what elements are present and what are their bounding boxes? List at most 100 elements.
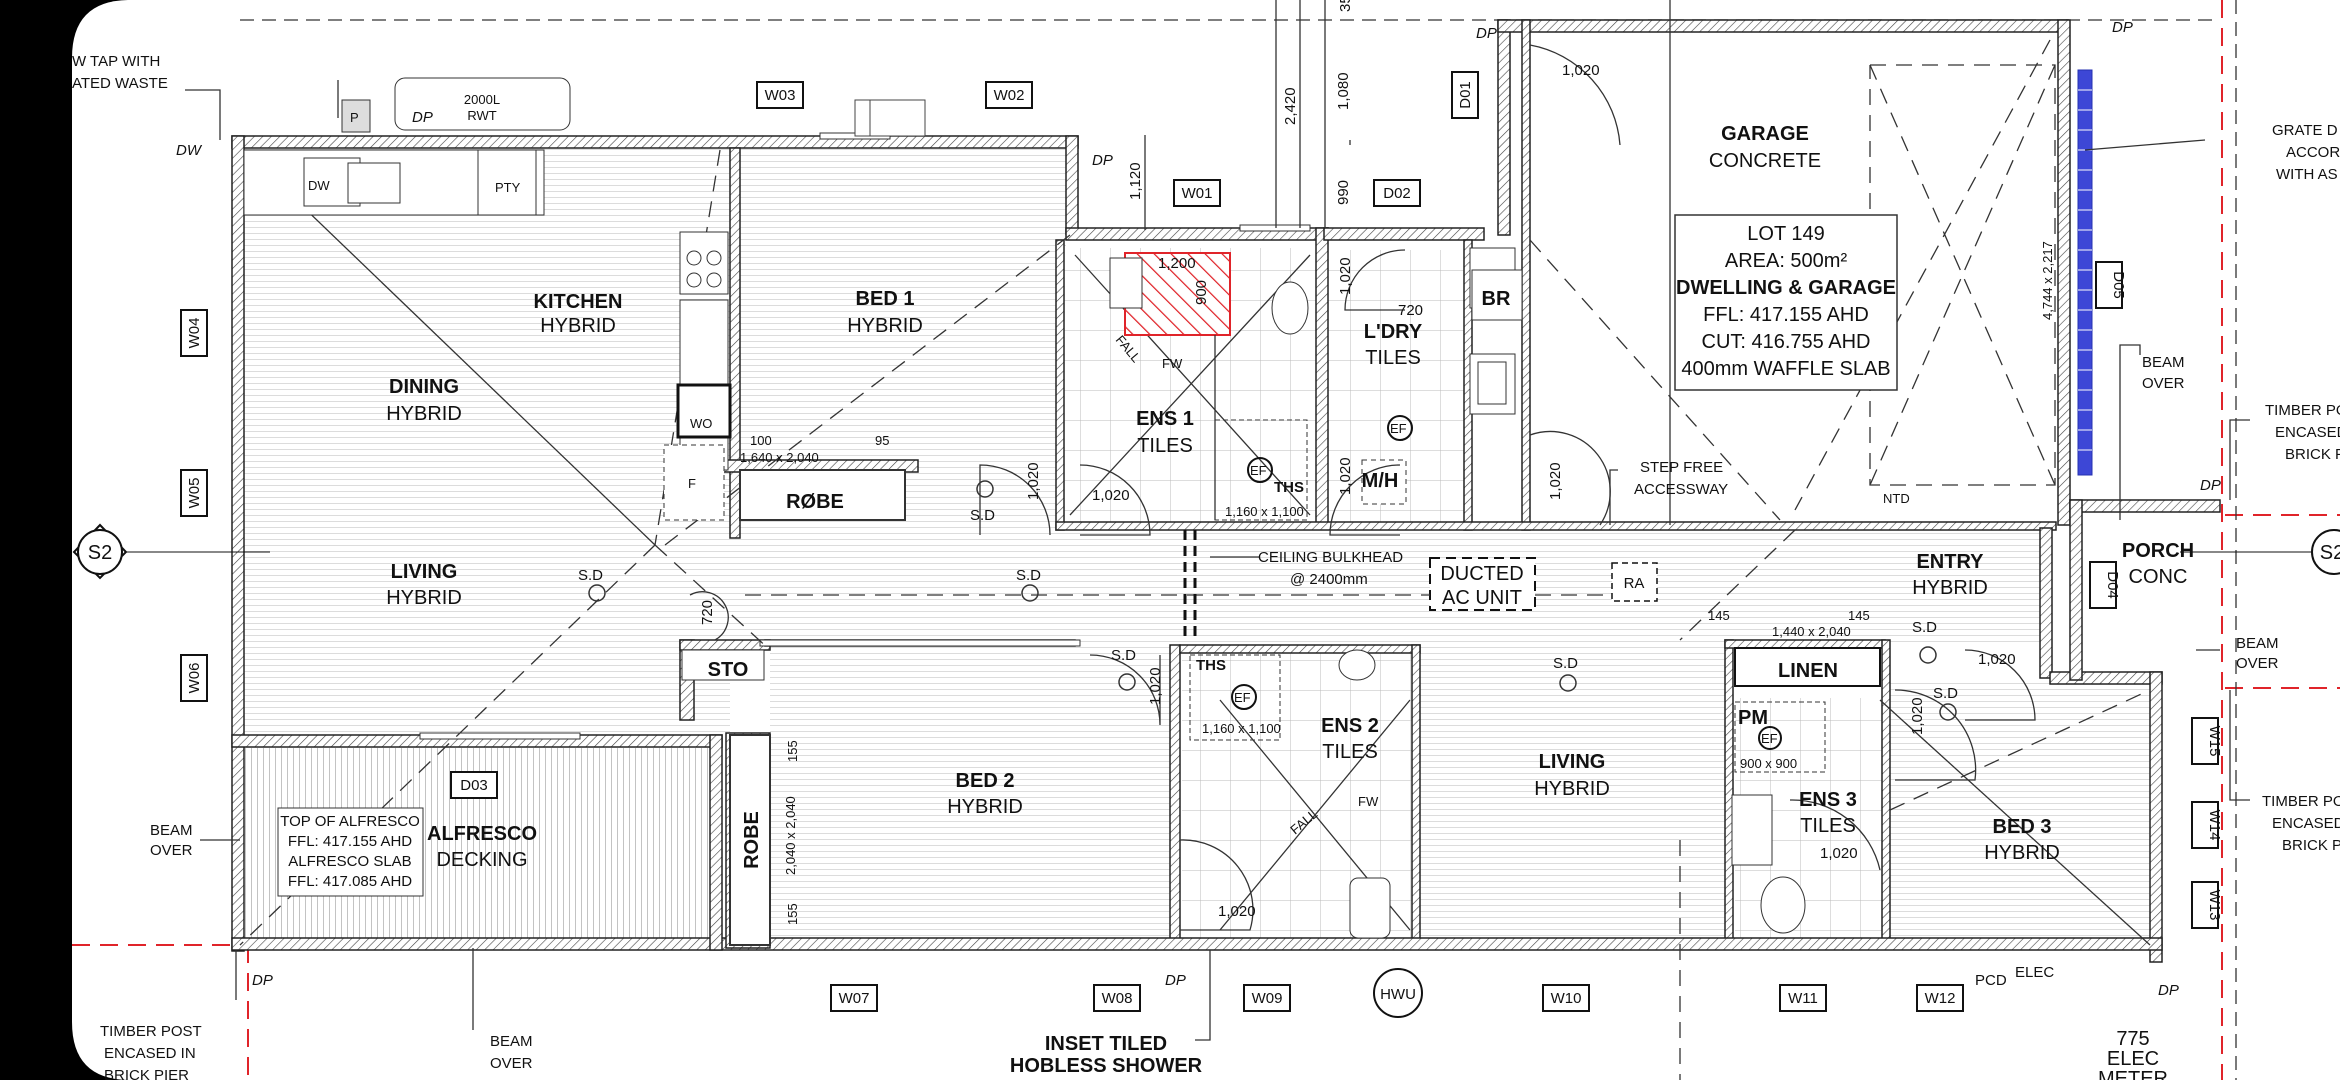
section-marker-right [2180,529,2340,575]
dim-100: 100 [750,433,772,448]
tag-d01: D01 [1457,81,1474,109]
meter-2: METER [2098,1068,2168,1080]
pcd-label: PCD [1975,972,2007,989]
ef-2: EF [1761,731,1778,746]
tag-w02: W02 [994,87,1025,104]
ths-2: THS [1196,657,1226,674]
alfresco-note-box [277,807,424,897]
ens1-name: ENS 1 [1136,408,1194,430]
living2-name: LIVING [1539,751,1606,773]
inset-shower-1: INSET TILED [1045,1033,1167,1055]
dim-ens3-shower: 900 x 900 [1740,756,1797,771]
rwt-label-1: 2000L [464,92,500,107]
sd-7: S.D [1933,685,1958,702]
lot-cut: CUT: 416.755 AHD [1702,331,1871,353]
porch-name: PORCH [2122,540,2194,562]
alfresco-note-1: TOP OF ALFRESCO [280,813,419,830]
beam-bottom-2: OVER [490,1055,533,1072]
dim-bed1-door: 1,020 [1025,462,1042,500]
beam-bottom-1: BEAM [490,1033,533,1050]
garage-finish: CONCRETE [1709,150,1821,172]
alfresco-note-3: ALFRESCO SLAB [288,853,411,870]
leader-lines [185,0,2250,1041]
dimension-lines [1144,0,1351,230]
inset-shower-2: HOBLESS SHOWER [1010,1055,1203,1077]
tag-w11: W11 [1788,990,1818,1007]
ens3-finish: TILES [1800,815,1856,837]
dim-35: 35 [1337,0,1354,12]
dim-775: 775 [2116,1028,2149,1050]
ac-label-2: AC UNIT [1442,587,1522,609]
bed3-finish: HYBRID [1984,842,2060,864]
linen-label: LINEN [1778,660,1838,682]
ens1-finish: TILES [1137,435,1193,457]
tag-w09: W09 [1252,990,1283,1007]
robe2-dims: 2,040 x 2,040 [783,796,798,875]
ef-3: EF [1250,463,1267,478]
ac-label-1: DUCTED [1440,563,1523,585]
dim-2420: 2,420 [1282,87,1299,125]
alfresco-finish: DECKING [436,849,527,871]
alfresco-name: ALFRESCO [427,823,537,845]
dp-note-2: DP [1092,152,1113,169]
pm-label: PM [1738,707,1768,729]
fridge-label: F [688,476,696,491]
grate-drain [2077,69,2093,476]
section-s2-right: S2 [2320,542,2340,564]
robe1-dims: 1,640 x 2,040 [740,450,819,465]
beam-right-1: BEAM [2236,635,2279,652]
p-label: P [350,110,359,125]
dim-linen: 1,440 x 2,040 [1772,624,1851,639]
bed2-name: BED 2 [956,770,1015,792]
dim-garage-inner: 1,020 [1547,462,1564,500]
meter-1: ELEC [2107,1048,2159,1070]
dim-1080: 1,080 [1335,72,1352,110]
lot-slab: 400mm WAFFLE SLAB [1681,358,1890,380]
ldry-name: L'DRY [1364,321,1423,343]
step-free-1: STEP FREE [1640,459,1723,476]
tap-note-2: ATED WASTE [72,75,168,92]
dim-entry-door: 1,020 [1978,651,2016,668]
section-marker-left [72,523,270,580]
bulkhead-1: CEILING BULKHEAD [1258,549,1403,566]
dim-155-b: 155 [785,903,800,925]
dim-ens1-door: 1,020 [1092,487,1130,504]
alfresco-note-2: FFL: 417.155 AHD [288,833,412,850]
lot-ffl: FFL: 417.155 AHD [1703,304,1869,326]
lot-info-box [1674,214,1898,391]
sd-2: S.D [1016,567,1041,584]
dim-garage-door: 1,020 [1562,62,1600,79]
beam-porch-1: BEAM [2142,354,2185,371]
bed1-name: BED 1 [856,288,915,310]
dp-note-4: DP [2112,19,2133,36]
tag-w10: W10 [1551,990,1582,1007]
kitchen-name: KITCHEN [534,291,623,313]
post-left-2: ENCASED IN [104,1045,196,1062]
tap-note-1: W TAP WITH [72,53,160,70]
dim-garage-opening: 4,744 x 2,217 [2040,241,2055,320]
kitchen-finish: HYBRID [540,315,616,337]
ra-label: RA [1624,575,1645,592]
lot-area: AREA: 500m² [1725,250,1848,272]
post-right2-3: BRICK PI [2282,837,2340,854]
dw-fixture-label: DW [308,178,330,193]
opening-tags [180,71,2219,1012]
ldry-finish: TILES [1365,347,1421,369]
post-right-1: TIMBER PO [2265,402,2340,419]
tag-d02: D02 [1383,185,1411,202]
broom-label: BR [1482,288,1511,310]
bed3-name: BED 3 [1993,816,2052,838]
dim-ens2-door: 1,020 [1218,903,1256,920]
kitchen-fixtures [243,77,732,521]
entry-name: ENTRY [1916,551,1984,573]
rwt-label-2: RWT [467,108,496,123]
ens2-name: ENS 2 [1321,715,1379,737]
dim-1120: 1,120 [1127,162,1144,200]
sto-label: STO [708,659,749,681]
dim-720-sto: 720 [699,600,716,625]
entry-finish: HYBRID [1912,577,1988,599]
tag-w03: W03 [765,87,796,104]
fw-1: FW [1162,356,1183,371]
